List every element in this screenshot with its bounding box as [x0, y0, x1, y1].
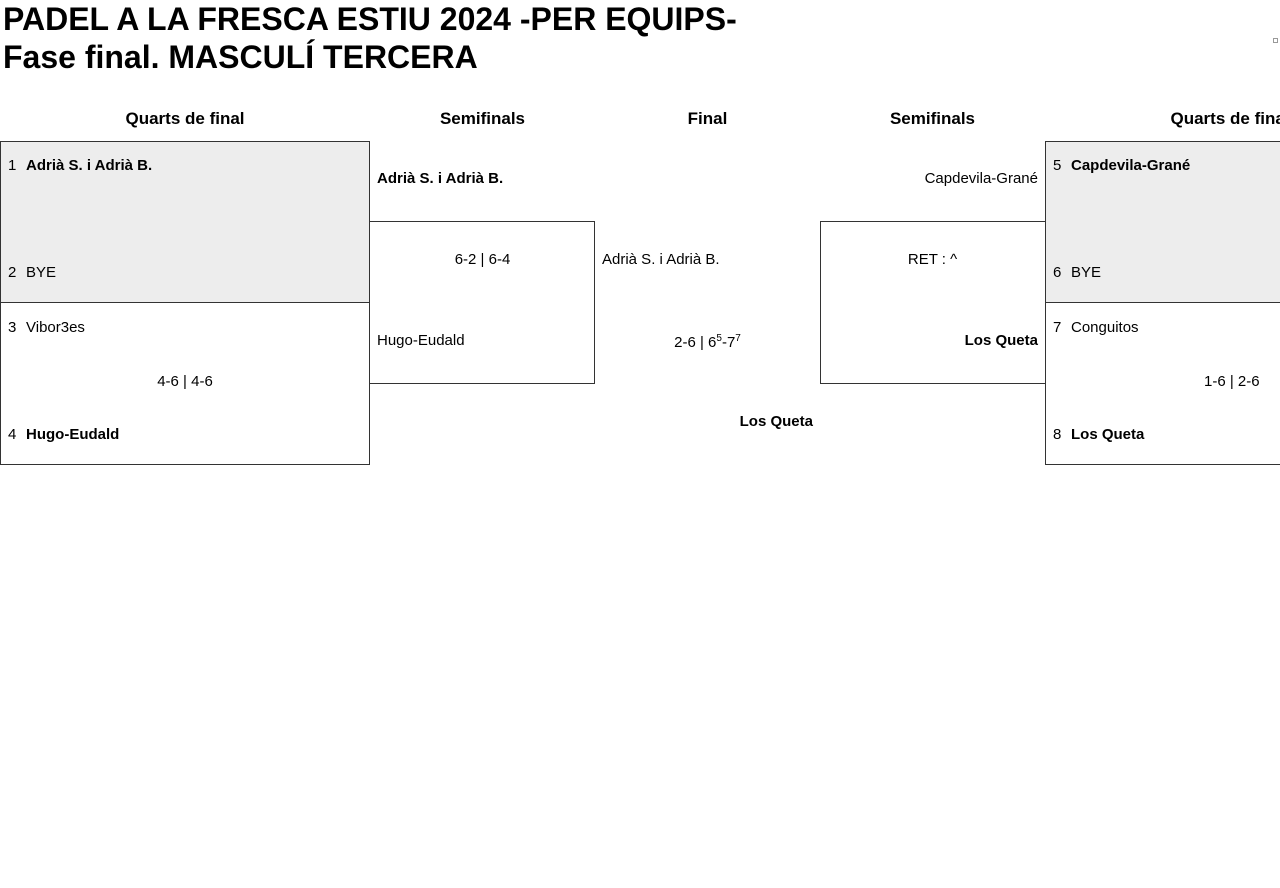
sf-right-team-2[interactable]: Los Queta	[964, 332, 1038, 349]
qf-right-match-2-score: 1-6 | 2-6	[1204, 373, 1260, 390]
seed-number: 5	[1053, 157, 1062, 174]
team-name: Capdevila-Grané	[1071, 157, 1191, 174]
qf-right-match-1-team-1[interactable]: 5 Capdevila-Grané	[1053, 157, 1190, 175]
header-semifinals-left: Semifinals	[439, 109, 526, 128]
seed-number: 4	[8, 426, 17, 443]
qf-left-match-1-team-1[interactable]: 1 Adrià S. i Adrià B.	[8, 157, 152, 175]
corner-checkbox-icon[interactable]	[1273, 38, 1278, 43]
qf-right-match-2[interactable]	[1045, 302, 1280, 465]
team-name: BYE	[1071, 264, 1102, 281]
qf-left-match-2-score: 4-6 | 4-6	[157, 373, 213, 390]
team-name: BYE	[26, 264, 57, 281]
header-quarterfinals-left: Quarts de final	[125, 109, 245, 128]
team-name: Vibor3es	[26, 319, 85, 336]
qf-right-match-2-team-1[interactable]: 7 Conguitos	[1053, 319, 1139, 337]
team-name: Hugo-Eudald	[26, 426, 120, 443]
sf-left-team-1[interactable]: Adrià S. i Adrià B.	[377, 170, 504, 187]
qf-left-match-1-team-2[interactable]: 2 BYE	[8, 264, 56, 282]
qf-left-match-2-team-1[interactable]: 3 Vibor3es	[8, 319, 85, 337]
final-score-part-2: -7	[721, 334, 736, 351]
final-tiebreak-1: 5	[716, 333, 722, 344]
sf-right-team-1[interactable]: Capdevila-Grané	[924, 170, 1038, 187]
title-line-2: Fase final. MASCULÍ TERCERA	[3, 39, 478, 75]
title-line-1: PADEL A LA FRESCA ESTIU 2024 -PER EQUIPS…	[3, 1, 737, 37]
qf-left-match-1[interactable]	[0, 141, 370, 303]
seed-number: 3	[8, 319, 17, 336]
final-team-1[interactable]: Adrià S. i Adrià B.	[602, 251, 720, 268]
seed-number: 7	[1053, 319, 1062, 336]
team-name: Adrià S. i Adrià B.	[26, 157, 153, 174]
team-name: Conguitos	[1071, 319, 1139, 336]
qf-right-match-1-team-2[interactable]: 6 BYE	[1053, 264, 1101, 282]
header-quarterfinals-right: Quarts de final	[1170, 109, 1280, 128]
seed-number: 6	[1053, 264, 1062, 281]
final-winner[interactable]: Los Queta	[739, 413, 813, 430]
sf-left-score: 6-2 | 6-4	[454, 251, 511, 268]
qf-right-match-1[interactable]	[1045, 141, 1280, 303]
page-title: PADEL A LA FRESCA ESTIU 2024 -PER EQUIPS…	[3, 0, 803, 76]
header-final: Final	[687, 109, 728, 128]
seed-number: 2	[8, 264, 17, 281]
seed-number: 8	[1053, 426, 1062, 443]
header-semifinals-right: Semifinals	[889, 109, 976, 128]
sf-left-team-2[interactable]: Hugo-Eudald	[377, 332, 465, 349]
qf-left-match-2-team-2[interactable]: 4 Hugo-Eudald	[8, 426, 119, 444]
qf-right-match-2-team-2[interactable]: 8 Los Queta	[1053, 426, 1144, 444]
seed-number: 1	[8, 157, 17, 174]
sf-right-score: RET : ^	[907, 251, 958, 268]
team-name: Los Queta	[1071, 426, 1145, 443]
final-tiebreak-2: 7	[735, 333, 741, 344]
sf-right-match[interactable]	[820, 221, 1046, 384]
final-score-part-1: 2-6 | 6	[674, 334, 717, 351]
final-score: 2-6 | 65-77	[595, 334, 820, 352]
sf-left-match[interactable]	[369, 221, 595, 384]
